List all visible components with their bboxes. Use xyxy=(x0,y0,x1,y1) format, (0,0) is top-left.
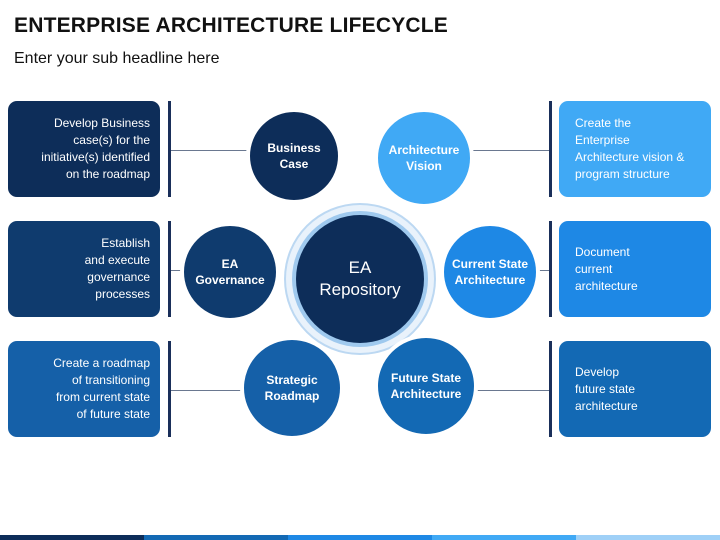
ea-repository-hub: EA Repository xyxy=(296,215,424,343)
description-text: Develop Business case(s) for the initiat… xyxy=(41,116,150,181)
description-box-ea-governance: Establish and execute governance process… xyxy=(8,221,160,317)
description-box-future-state: Develop future state architecture xyxy=(559,341,711,437)
description-text: Create a roadmap of transitioning from c… xyxy=(53,356,150,421)
description-text: Document current architecture xyxy=(575,244,638,293)
connector-line xyxy=(472,390,549,391)
stage-label: Architecture Vision xyxy=(388,143,460,173)
stage-circle-architecture-vision: Architecture Vision xyxy=(374,108,474,208)
connector-line xyxy=(171,150,251,151)
stage-circle-strategic-roadmap: Strategic Roadmap xyxy=(240,336,344,440)
divider-line xyxy=(168,221,171,317)
divider-line xyxy=(168,101,171,197)
divider-line xyxy=(549,221,552,317)
stage-label: EA Governance xyxy=(195,257,265,287)
divider-line xyxy=(168,341,171,437)
divider-line xyxy=(549,101,552,197)
page-subtitle: Enter your sub headline here xyxy=(14,50,220,67)
description-box-strategic-roadmap: Create a roadmap of transitioning from c… xyxy=(8,341,160,437)
stage-label: Business Case xyxy=(267,141,321,171)
stage-circle-ea-governance: EA Governance xyxy=(180,222,280,322)
stage-label: Future State Architecture xyxy=(390,371,462,401)
footer-stripe xyxy=(0,535,720,540)
connector-line xyxy=(171,270,187,271)
stage-label: Current State Architecture xyxy=(451,257,528,287)
connector-line xyxy=(171,390,249,391)
description-box-business-case: Develop Business case(s) for the initiat… xyxy=(8,101,160,197)
description-box-architecture-vision: Create the Enterprise Architecture visio… xyxy=(559,101,711,197)
divider-line xyxy=(549,341,552,437)
center-label: EA Repository xyxy=(319,258,401,299)
description-text: Develop future state architecture xyxy=(575,364,638,413)
stage-circle-current-state: Current State Architecture xyxy=(440,222,540,322)
page-title: ENTERPRISE ARCHITECTURE LIFECYCLE xyxy=(14,14,449,37)
stage-circle-business-case: Business Case xyxy=(246,108,342,204)
description-text: Establish and execute governance process… xyxy=(84,236,150,301)
stage-circle-future-state: Future State Architecture xyxy=(374,334,478,438)
stage-label: Strategic Roadmap xyxy=(264,373,320,403)
description-box-current-state: Document current architecture xyxy=(559,221,711,317)
description-text: Create the Enterprise Architecture visio… xyxy=(575,116,685,181)
connector-line xyxy=(470,150,549,151)
